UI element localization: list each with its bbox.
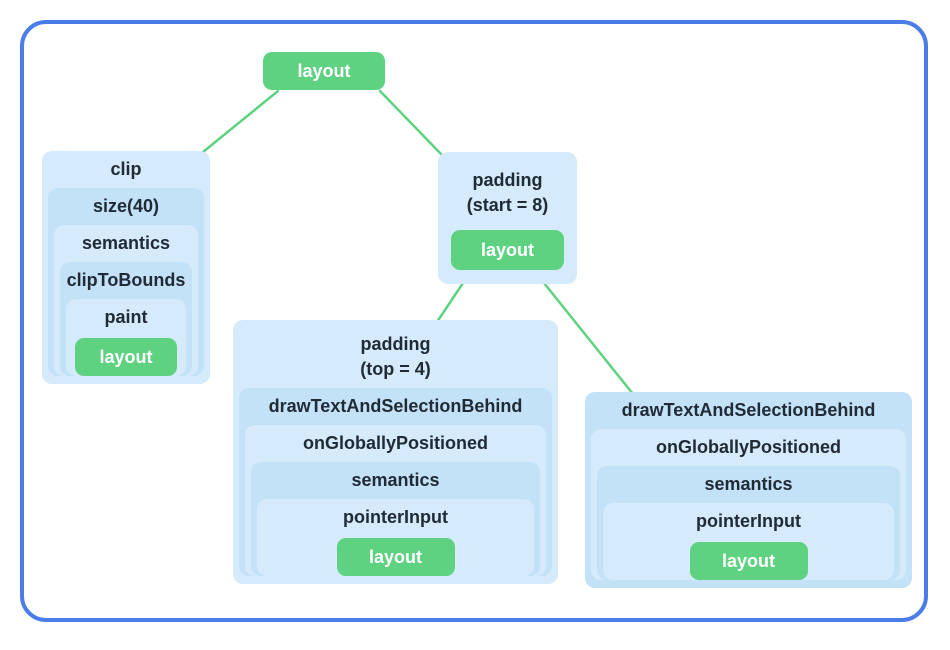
node-chain-clip: clip size(40) semantics clipToBounds pai… — [42, 151, 210, 384]
node-pointerinput-mid: pointerInput layout — [257, 499, 534, 576]
node-size: size(40) semantics clipToBounds paint la… — [48, 188, 204, 376]
node-root-layout: layout — [263, 52, 385, 90]
node-cliptobounds-label: clipToBounds — [66, 270, 186, 290]
node-clip-layout: layout — [75, 338, 177, 376]
node-chain-drawtext: drawTextAndSelectionBehind onGloballyPos… — [585, 392, 912, 588]
node-semantics-clip: semantics clipToBounds paint layout — [54, 225, 198, 376]
node-size-label: size(40) — [92, 196, 160, 216]
node-cliptobounds: clipToBounds paint layout — [60, 262, 192, 376]
node-semantics-right-label: semantics — [704, 474, 793, 494]
node-padding-start-label-line1: padding — [472, 170, 543, 190]
node-chain-padding-start: padding (start = 8) layout — [438, 152, 577, 284]
node-padding-top-label-line1: padding — [360, 334, 431, 354]
node-drawtext-layout: layout — [689, 542, 808, 580]
node-semantics-mid-label: semantics — [351, 470, 440, 490]
node-padding-top-label-line2: (top = 4) — [360, 359, 431, 379]
node-semantics-right: semantics pointerInput layout — [597, 466, 900, 580]
node-ongloballypositioned-right: onGloballyPositioned semantics pointerIn… — [591, 429, 906, 580]
node-semantics-mid: semantics pointerInput layout — [251, 462, 540, 576]
node-padding-start-label-line2: (start = 8) — [466, 195, 549, 215]
node-drawtext-right-label: drawTextAndSelectionBehind — [621, 400, 876, 420]
node-semantics-clip-label: semantics — [81, 233, 171, 253]
node-paint-label: paint — [104, 307, 148, 327]
node-drawtext-mid-label: drawTextAndSelectionBehind — [268, 396, 523, 416]
node-chain-padding-top: padding (top = 4) drawTextAndSelectionBe… — [233, 320, 558, 584]
node-padding-top-label: padding (top = 4) — [233, 320, 558, 388]
node-ongloballypositioned-mid-label: onGloballyPositioned — [302, 433, 488, 453]
node-pointerinput-right: pointerInput layout — [603, 503, 894, 580]
node-ongloballypositioned-mid: onGloballyPositioned semantics pointerIn… — [245, 425, 546, 576]
node-ongloballypositioned-right-label: onGloballyPositioned — [655, 437, 841, 457]
node-padding-top-layout: layout — [336, 538, 455, 576]
node-drawtext-mid: drawTextAndSelectionBehind onGloballyPos… — [239, 388, 552, 576]
node-pointerinput-mid-label: pointerInput — [343, 507, 448, 527]
node-clip-label: clip — [110, 159, 142, 179]
node-padding-start-label: padding (start = 8) — [438, 152, 577, 224]
node-pointerinput-right-label: pointerInput — [696, 511, 801, 531]
node-padding-start-layout: layout — [451, 230, 564, 270]
node-paint: paint layout — [66, 299, 186, 376]
